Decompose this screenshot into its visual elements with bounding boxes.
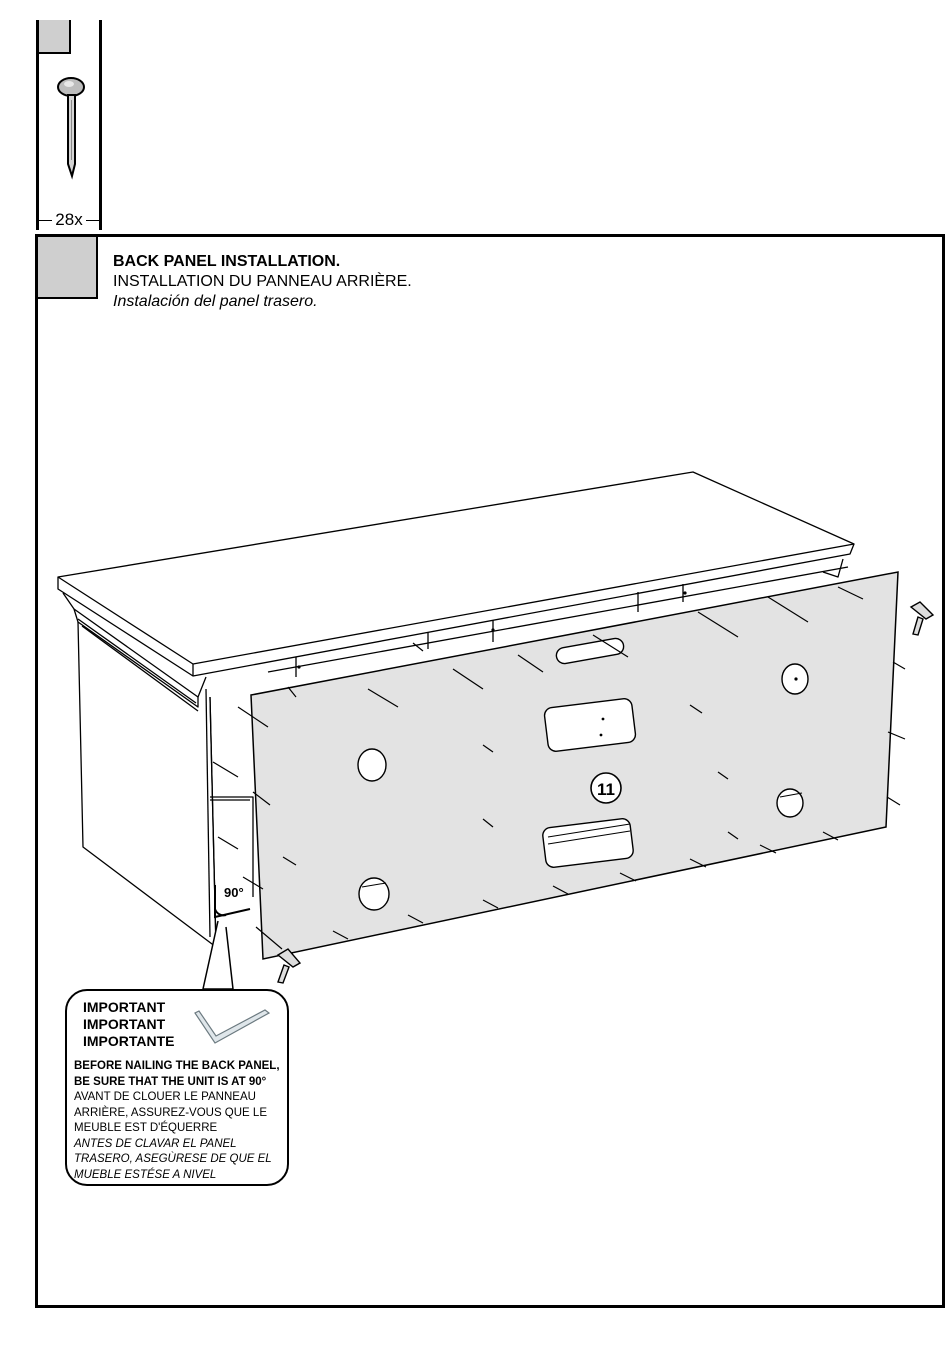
important-heading-en: IMPORTANT xyxy=(83,999,166,1015)
important-body: BEFORE NAILING THE BACK PANEL, BE SURE T… xyxy=(74,1059,286,1183)
important-heading-fr: IMPORTANT xyxy=(83,1016,166,1032)
assembly-drawing: 11 90° xyxy=(57,471,935,990)
part-number-label: 11 xyxy=(597,780,615,799)
step-title-fr: INSTALLATION DU PANNEAU ARRIÈRE. xyxy=(113,273,412,290)
hammer-icon xyxy=(276,601,935,984)
step-titles: BACK PANEL INSTALLATION. INSTALLATION DU… xyxy=(113,252,412,312)
important-text-es: ANTES DE CLAVAR EL PANEL TRASERO, ASEGÙR… xyxy=(74,1137,272,1181)
nail-icon xyxy=(57,77,85,180)
carpenter-square-icon xyxy=(194,1009,271,1044)
back-panel xyxy=(250,571,899,960)
important-text-en: BEFORE NAILING THE BACK PANEL, BE SURE T… xyxy=(74,1060,280,1088)
angle-label: 90° xyxy=(224,885,244,900)
step-swatch xyxy=(38,237,98,299)
important-heading: IMPORTANT IMPORTANT IMPORTANTE xyxy=(83,999,175,1050)
step-title-es: Instalación del panel trasero. xyxy=(113,293,318,310)
important-heading-es: IMPORTANTE xyxy=(83,1033,175,1049)
step-title-en: BACK PANEL INSTALLATION. xyxy=(113,253,341,270)
hardware-box: 28x xyxy=(36,20,102,230)
quantity-label: 28x xyxy=(39,210,99,230)
important-callout: IMPORTANT IMPORTANT IMPORTANTE BEFORE NA… xyxy=(65,989,289,1186)
important-text-fr: AVANT DE CLOUER LE PANNEAU ARRIÈRE, ASSU… xyxy=(74,1091,267,1134)
step-panel: BACK PANEL INSTALLATION. INSTALLATION DU… xyxy=(35,234,945,1308)
hardware-swatch xyxy=(39,20,71,54)
